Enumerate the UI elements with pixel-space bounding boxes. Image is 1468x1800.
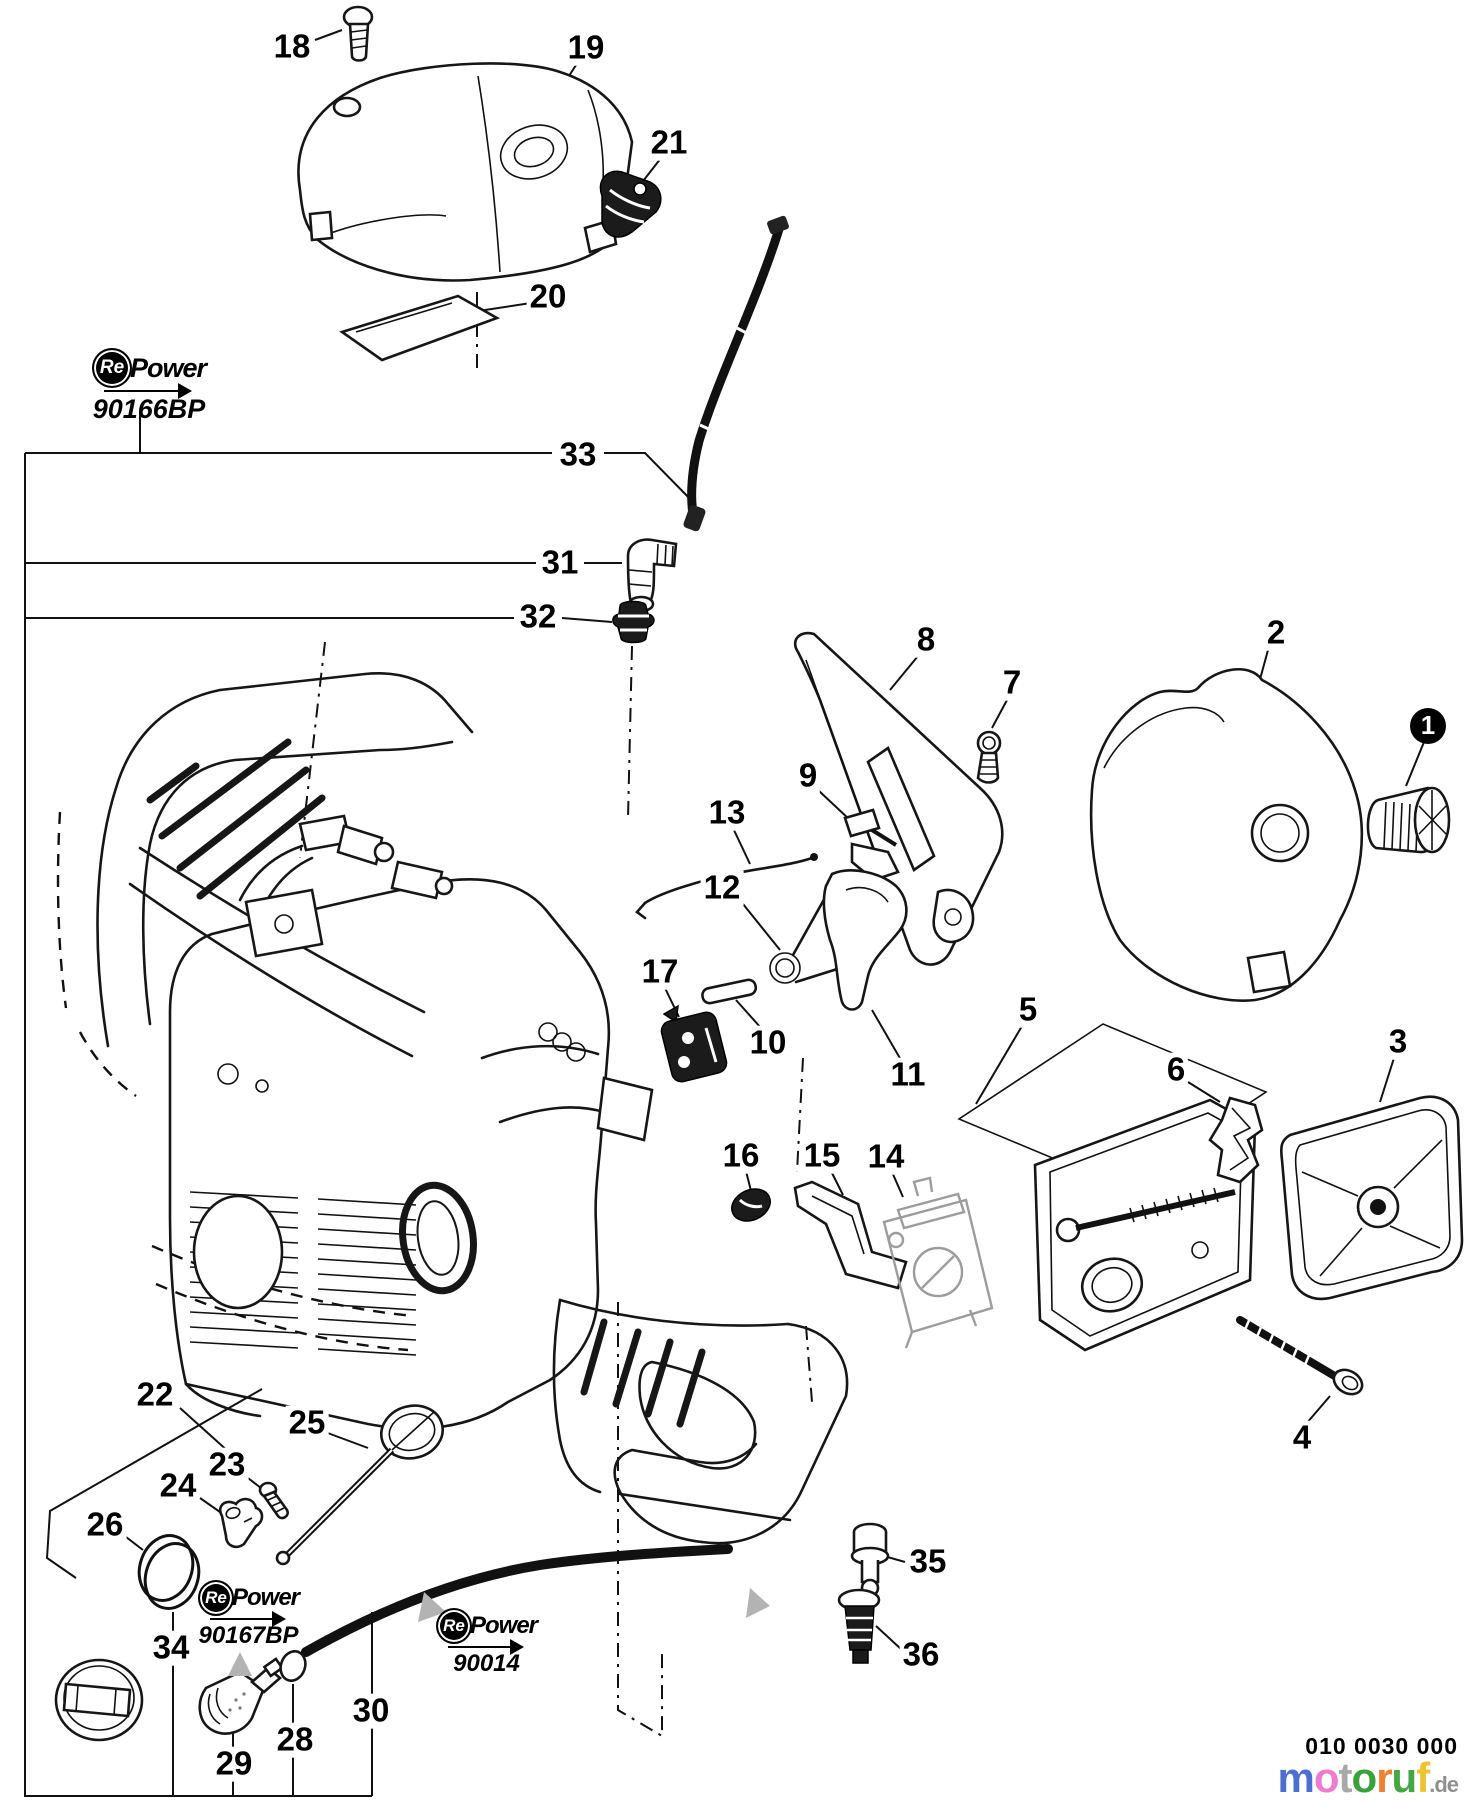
kit-code: 90014 [453, 1650, 520, 1677]
part-33-fuel-pipe [683, 215, 789, 532]
part-15-bracket [793, 1180, 908, 1290]
part-23-screw [258, 1481, 289, 1520]
part-19-cylinder-cover [297, 62, 634, 282]
part-4-bolt [1236, 1316, 1364, 1396]
watermark-letter: o [1313, 1754, 1340, 1800]
fuel-tank-handle [184, 1298, 849, 1545]
ignition-parts [217, 814, 454, 1093]
part-32-grommet [612, 600, 655, 644]
part-36-vent-grommet [837, 1588, 881, 1664]
part-18-screw [342, 5, 374, 62]
callout-32: 32 [516, 599, 560, 635]
callout-18: 18 [270, 29, 314, 65]
part-10-pin [701, 978, 758, 1005]
part-31-elbow-fitting [626, 538, 678, 613]
callout-16: 16 [719, 1138, 763, 1174]
part-8-brake-lever [793, 631, 1004, 966]
callout-22: 22 [133, 1377, 177, 1413]
callout-5: 5 [1015, 992, 1041, 1028]
part-24-clip [218, 1497, 264, 1549]
footer: 010 0030 000 motoruf.de [1278, 1733, 1459, 1799]
callout-35: 35 [906, 1544, 950, 1580]
part-fuel-cap [54, 1658, 144, 1742]
part-11-throttle-trigger [822, 869, 908, 1011]
part-16-grommet [731, 1188, 771, 1222]
watermark-letter: r [1376, 1754, 1392, 1800]
centerlines [299, 292, 813, 1738]
watermark-letter: o [1351, 1754, 1378, 1800]
part-14-carburetor [882, 1176, 994, 1349]
callout-11: 11 [887, 1057, 929, 1093]
callout-13: 13 [705, 795, 749, 831]
drawing-number: 010 0030 000 [1305, 1733, 1458, 1760]
watermark-suffix: .de [1429, 1772, 1459, 1798]
callout-26: 26 [83, 1507, 127, 1543]
callout-34: 34 [149, 1630, 193, 1666]
callout-15: 15 [800, 1138, 844, 1174]
part-6-latch-bracket [1208, 1096, 1264, 1184]
arrow-icon [104, 383, 192, 399]
callout-31: 31 [538, 545, 582, 581]
callout-2: 2 [1263, 615, 1289, 651]
callout-24: 24 [156, 1468, 200, 1504]
part-3-air-filter [1279, 1095, 1464, 1301]
callout-23: 23 [205, 1447, 249, 1483]
part-2-air-cleaner-cover [1089, 667, 1364, 1002]
callout-7: 7 [999, 665, 1025, 701]
arrow-icon [448, 1639, 524, 1655]
motoruf-watermark: motoruf.de [1278, 1757, 1459, 1799]
callout-21: 21 [647, 125, 691, 161]
kit-code: 90166BP [92, 394, 206, 424]
chainsaw-body [56, 672, 849, 1545]
callout-4: 4 [1289, 1420, 1315, 1456]
callout-33: 33 [556, 437, 600, 473]
part-30-fuel-line [301, 1544, 733, 1657]
callout-29: 29 [212, 1746, 256, 1782]
part-25-dipstick [275, 1404, 444, 1566]
part-21-intake-boot [599, 170, 662, 238]
part-35-vent-valve [850, 1522, 890, 1598]
part-29-fuel-filter [198, 1657, 284, 1735]
part-1-knob [1366, 786, 1451, 854]
callout-19: 19 [564, 30, 608, 66]
callout-6: 6 [1163, 1052, 1189, 1088]
part-26-34-o-rings [137, 1534, 201, 1610]
repower-badge-icon: Re [436, 1608, 472, 1644]
callout-8: 8 [913, 622, 939, 658]
callout-12: 12 [700, 870, 744, 906]
callout-36: 36 [899, 1637, 943, 1673]
callout-14: 14 [864, 1139, 908, 1175]
callout-17: 17 [638, 954, 682, 990]
watermark-letter: u [1391, 1754, 1418, 1800]
repower-badge-icon: Re [92, 348, 132, 388]
part-20-gasket [339, 294, 501, 362]
callout-28: 28 [273, 1722, 317, 1758]
callout-10: 10 [746, 1025, 790, 1061]
callout-25: 25 [285, 1405, 329, 1441]
watermark-letter: t [1338, 1754, 1353, 1800]
part-17-switch-grommet [660, 1004, 728, 1083]
part-7-screw [976, 730, 1002, 784]
watermark-letter: m [1277, 1754, 1315, 1800]
callout-9: 9 [795, 758, 821, 794]
repower-badge-icon: Re [198, 1580, 234, 1616]
callout-1: 1 [1410, 708, 1446, 744]
arrow-icon [210, 1611, 286, 1627]
part-28-grommet [279, 1650, 307, 1682]
watermark-letter: f [1416, 1754, 1430, 1800]
callout-20: 20 [526, 279, 570, 315]
callout-30: 30 [349, 1693, 393, 1729]
callout-3: 3 [1385, 1024, 1411, 1060]
part-5-airbox-plate [1033, 1098, 1257, 1352]
